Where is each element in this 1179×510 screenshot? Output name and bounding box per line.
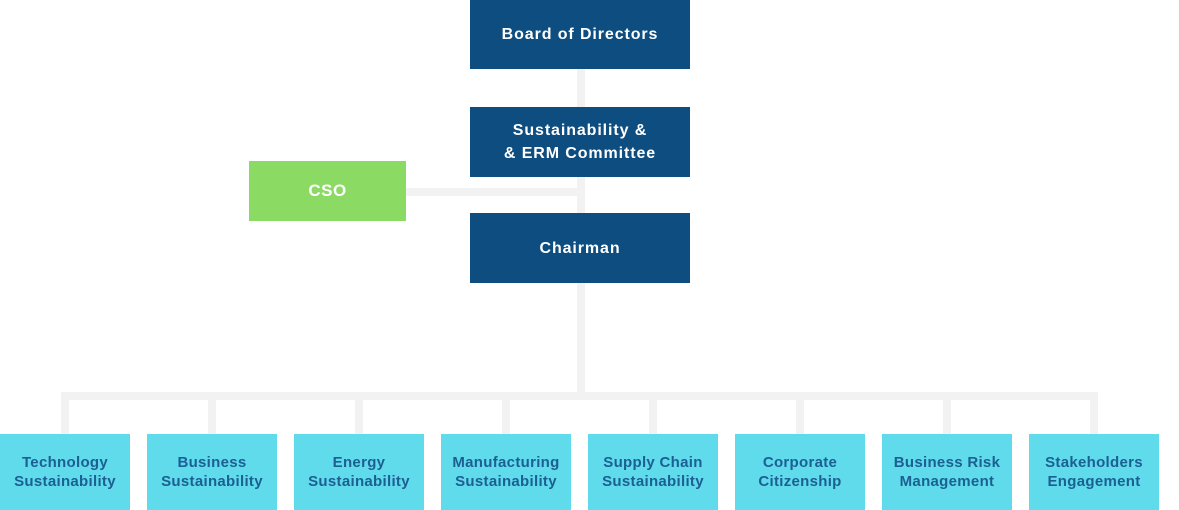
- connector-stub-manufacturing-sustainability: [502, 392, 510, 434]
- org-node-supply-chain-sustainability: Supply Chain Sustainability: [588, 434, 718, 510]
- connector-stub-corporate-citizenship: [796, 392, 804, 434]
- org-node-manufacturing-sustainability: Manufacturing Sustainability: [441, 434, 571, 510]
- connector-stub-energy-sustainability: [355, 392, 363, 434]
- org-node-sustainability-erm-committee: Sustainability & & ERM Committee: [470, 107, 690, 177]
- connector-stub-technology-sustainability: [61, 392, 69, 434]
- org-node-corporate-citizenship: Corporate Citizenship: [735, 434, 865, 510]
- org-node-chairman: Chairman: [470, 213, 690, 283]
- connector-stub-business-sustainability: [208, 392, 216, 434]
- connector-cso-branch: [406, 188, 585, 196]
- connector-stub-business-risk-management: [943, 392, 951, 434]
- connector-stub-stakeholders-engagement: [1090, 392, 1098, 434]
- org-node-energy-sustainability: Energy Sustainability: [294, 434, 424, 510]
- connector-chairman-to-department-rail: [577, 283, 585, 400]
- connector-department-rail: [61, 392, 1098, 400]
- org-node-board-of-directors: Board of Directors: [470, 0, 690, 69]
- org-node-business-risk-management: Business Risk Management: [882, 434, 1012, 510]
- org-node-cso: CSO: [249, 161, 406, 221]
- org-node-business-sustainability: Business Sustainability: [147, 434, 277, 510]
- connector-board-to-committee: [577, 69, 585, 107]
- connector-stub-supply-chain-sustainability: [649, 392, 657, 434]
- org-node-technology-sustainability: Technology Sustainability: [0, 434, 130, 510]
- org-node-stakeholders-engagement: Stakeholders Engagement: [1029, 434, 1159, 510]
